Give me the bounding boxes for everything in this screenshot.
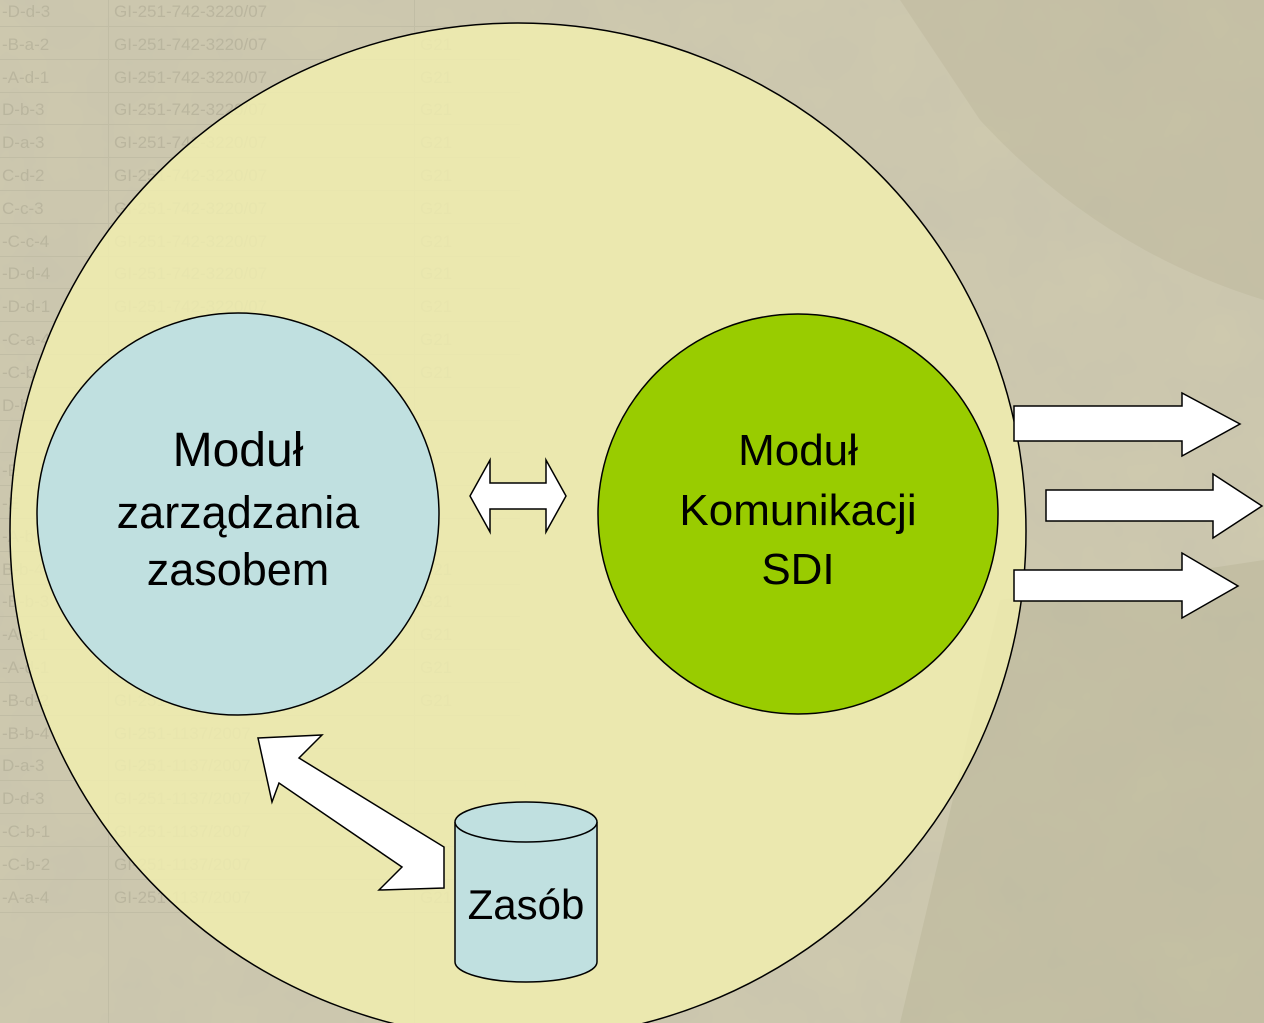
background-table-cell: D-b-3 [2,100,45,120]
right-module-label: Moduł [738,426,858,475]
background-table-row: -D-d-3 GI-251-742-3220/07 [0,0,520,27]
outer-circle [9,22,1027,1023]
resource-cylinder [454,801,598,983]
background-table-cell: -C-c-4 [2,231,50,251]
background-table-cell: -C-b [2,362,36,382]
output-arrow-bottom [1013,551,1240,620]
background-table-cell: -A-a-4 [2,887,50,907]
background-table-cell: -C-b-2 [2,854,51,874]
background-table-cell: -C-b-1 [2,822,51,841]
background-table-cell: -B-a-2 [2,34,50,54]
left-module-label: Moduł [172,424,304,477]
background-table-cell: -B-b-4 [2,723,50,743]
background-table-cell: -D-d-4 [2,264,51,284]
module-exchange-arrow [469,457,567,535]
background-table-cell: GI-251-742-3220/07 [114,67,268,87]
background-table-cell: GI-251-742-3220/07 [114,34,268,54]
background-table-cell: -D-d-3 [2,2,51,21]
background-table-cell: C-c-3 [2,198,44,218]
left-module-label-line3: zasobem [146,544,330,595]
background-table-cell: D-b [2,395,30,415]
background-table-cell: D-d-3 [2,789,45,809]
output-arrow-middle [1045,472,1264,540]
background-table-cell: D-a-3 [2,756,45,776]
background-table-cell: -D-d-1 [2,297,51,317]
output-arrow-top [1013,391,1242,458]
resource-label: Zasób [467,881,585,928]
left-module-label-line2: zarządzania [116,487,360,538]
background-table-cell: -C-a-4 [2,330,51,349]
background-table-cell: -A-d-1 [2,67,50,87]
resource-management-module [36,312,440,716]
sdi-communication-module [597,313,999,715]
background-table-cell: GI-251-742-3220/07 [114,2,268,21]
background-table-cell: D-a-3 [2,133,45,153]
background-table-cell: C-d-2 [2,166,45,185]
resource-access-arrow [257,734,445,891]
right-module-label-line3: SDI [761,545,835,594]
right-module-label-line2: Komunikacji [679,486,917,535]
